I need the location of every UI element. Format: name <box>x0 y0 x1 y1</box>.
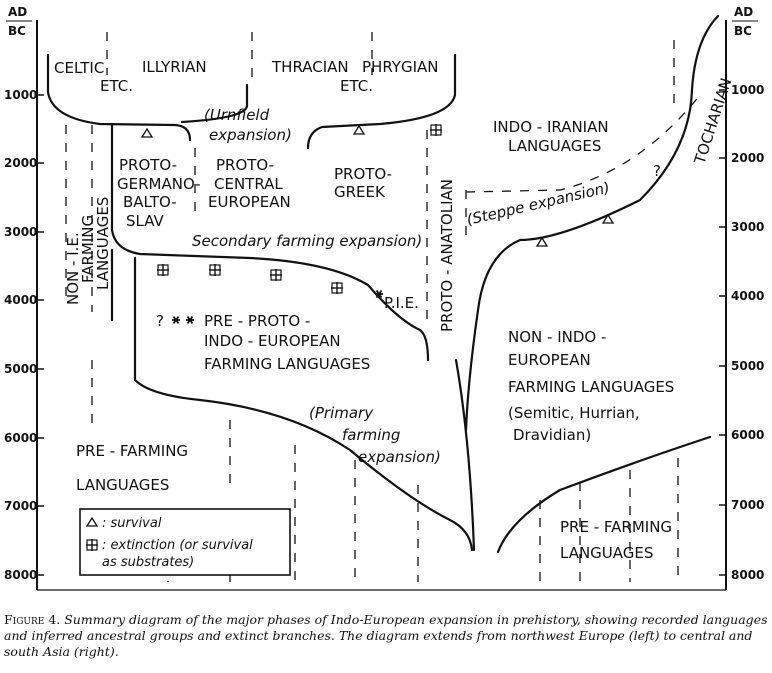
survival-triangle-icon <box>601 213 615 224</box>
label-proto-greek-1: PROTO- <box>334 165 392 183</box>
extinction-cross-icon <box>157 264 169 276</box>
label-proto-gmb-1: PROTO- <box>119 156 177 174</box>
tick-label-6000-left: 6000 <box>4 431 37 445</box>
label-pie: P.I.E. <box>384 294 419 312</box>
label-illyrian: ILLYRIAN <box>142 58 207 76</box>
asterisk-icon <box>375 289 383 299</box>
tick-label-4000-left: 4000 <box>4 293 37 307</box>
label-pre-proto-2: INDO - EUROPEAN <box>204 332 341 350</box>
axis-header-bc: BC <box>8 24 26 38</box>
label-pre-farming-left-1: PRE - FARMING <box>76 442 188 460</box>
tick-label-3000-right: 3000 <box>731 220 764 234</box>
label-pre-proto-1: PRE - PROTO - <box>204 312 310 330</box>
label-non-indo-3: FARMING LANGUAGES <box>508 378 674 396</box>
extinction-cross-icon <box>430 124 442 136</box>
tick-label-1000-right: 1000 <box>731 83 764 97</box>
tick-label-5000-left: 5000 <box>4 362 37 376</box>
label-question-2: ? <box>653 162 661 180</box>
extinction-cross-icon <box>331 282 343 294</box>
caption-label: Figure 4. <box>4 612 61 627</box>
extinction-markers <box>157 124 442 294</box>
label-primary-1: (Primary <box>309 404 374 422</box>
label-thracian-etc: ETC. <box>340 77 373 95</box>
right-axis: AD BC 1000 2000 3000 4000 5000 6000 7000… <box>719 5 764 590</box>
label-non-indo-1: NON - INDO - <box>508 328 606 346</box>
axis-header-ad-right: AD <box>734 5 753 19</box>
tick-label-2000-left: 2000 <box>4 156 37 170</box>
label-primary-2: farming <box>342 426 400 444</box>
survival-triangle-icon <box>352 124 366 135</box>
tick-label-4000-right: 4000 <box>731 289 764 303</box>
label-proto-gmb-3: BALTO- <box>123 193 177 211</box>
survival-triangle-icon <box>535 236 549 247</box>
tick-label-6000-right: 6000 <box>731 428 764 442</box>
axis-header-bc-right: BC <box>734 24 752 38</box>
label-question-1: ? <box>156 312 164 330</box>
label-proto-greek-2: GREEK <box>334 183 386 201</box>
expansion-diagram: AD BC 1000 2000 3000 4000 5000 6000 7000… <box>4 5 764 591</box>
label-non-ie-3: LANGUAGES <box>94 197 112 290</box>
tick-label-5000-right: 5000 <box>731 359 764 373</box>
dashed-boundaries <box>65 32 701 582</box>
axis-header-ad: AD <box>8 5 27 19</box>
label-tocharian: TOCHARIAN <box>690 76 735 167</box>
label-indo-iranian-1: INDO - IRANIAN <box>493 118 609 136</box>
label-pre-proto-3: FARMING LANGUAGES <box>204 355 370 373</box>
extinction-cross-icon <box>270 269 282 281</box>
label-pre-farming-left-2: LANGUAGES <box>76 476 169 494</box>
tick-label-8000-right: 8000 <box>731 568 764 582</box>
left-axis: AD BC 1000 2000 3000 4000 5000 6000 7000… <box>4 5 44 590</box>
tick-label-8000-left: 8000 <box>4 568 37 582</box>
figure-caption: Figure 4. Summary diagram of the major p… <box>4 612 768 660</box>
label-secondary-expansion: Secondary farming expansion) <box>192 232 422 250</box>
label-urnfield-1: (Urnfield <box>204 106 270 124</box>
legend-extinction-label-1: : extinction (or survival <box>102 538 253 553</box>
caption-text: Summary diagram of the major phases of I… <box>4 612 768 659</box>
label-primary-3: expansion) <box>358 448 441 466</box>
label-proto-ce-1: PROTO- <box>216 156 274 174</box>
tick-label-7000-left: 7000 <box>4 499 37 513</box>
asterisk-icon <box>186 315 194 325</box>
tick-label-3000-left: 3000 <box>4 225 37 239</box>
label-proto-gmb-2: GERMANO- <box>117 175 201 193</box>
tick-label-2000-right: 2000 <box>731 151 764 165</box>
legend-survival-label: : survival <box>102 516 162 531</box>
asterisk-markers <box>172 289 383 325</box>
label-thracian: THRACIAN <box>271 58 349 76</box>
label-celtic: CELTIC <box>54 59 104 77</box>
label-non-ie-1: NON - I.E. <box>64 232 82 305</box>
language-labels: CELTIC ETC. ILLYRIAN THRACIAN PHRYGIAN E… <box>54 58 735 562</box>
label-proto-gmb-4: SLAV <box>126 212 165 230</box>
tick-label-1000-left: 1000 <box>4 88 37 102</box>
label-non-indo-4: (Semitic, Hurrian, <box>508 404 640 422</box>
legend-extinction-label-2: as substrates) <box>102 555 194 570</box>
label-pre-farming-right-2: LANGUAGES <box>560 544 653 562</box>
label-proto-ce-2: CENTRAL <box>214 175 283 193</box>
label-celtic-etc: ETC. <box>100 77 133 95</box>
survival-markers <box>140 124 615 247</box>
label-pre-farming-right-1: PRE - FARMING <box>560 518 672 536</box>
label-steppe-expansion: (Steppe expansion) <box>465 178 612 228</box>
label-urnfield-2: expansion) <box>209 126 292 144</box>
tick-label-7000-right: 7000 <box>731 498 764 512</box>
asterisk-icon <box>172 315 180 325</box>
label-non-indo-5: Dravidian) <box>513 426 591 444</box>
label-indo-iranian-2: LANGUAGES <box>508 137 601 155</box>
label-non-ie-2: FARMING <box>79 215 97 283</box>
legend-survival-triangle-icon <box>85 516 99 527</box>
legend: : survival : extinction (or survival as … <box>79 508 291 576</box>
boundary-curves <box>46 14 720 554</box>
extinction-cross-icon <box>209 264 221 276</box>
label-proto-ce-3: EUROPEAN <box>208 193 291 211</box>
label-phrygian: PHRYGIAN <box>362 58 438 76</box>
label-proto-anatolian: PROTO - ANATOLIAN <box>438 179 456 332</box>
label-non-indo-2: EUROPEAN <box>508 351 591 369</box>
survival-triangle-icon <box>140 127 154 138</box>
